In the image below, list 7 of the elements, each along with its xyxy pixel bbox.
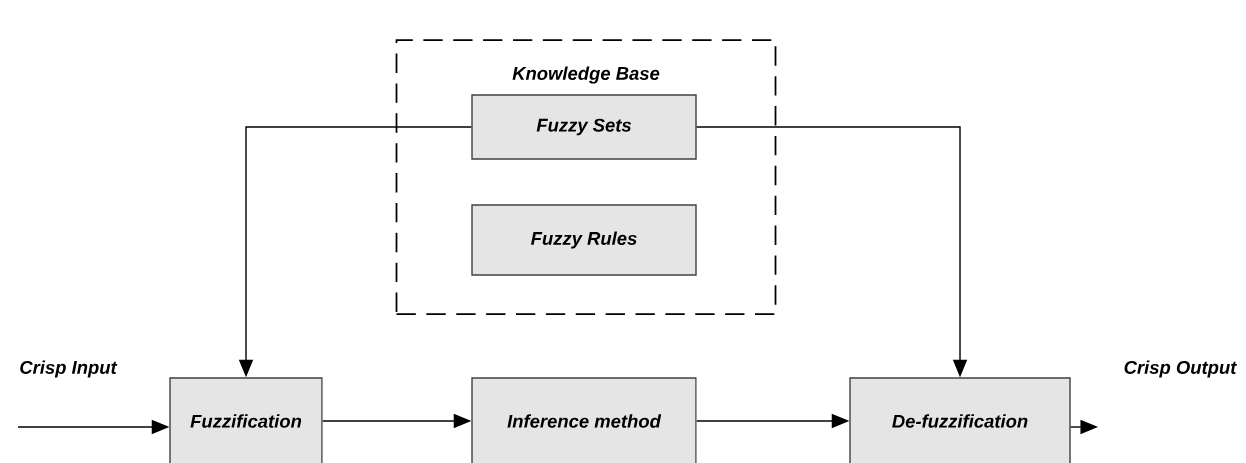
process-box: De-fuzzification (849, 377, 1071, 463)
edge-label: Crisp Input (20, 360, 118, 378)
process-box: Inference method (471, 377, 697, 463)
edge-label: Crisp Output (1124, 360, 1237, 378)
process-box: Fuzzy Sets (471, 94, 697, 160)
process-box: Fuzzification (169, 377, 323, 463)
process-box: Fuzzy Rules (471, 204, 697, 276)
